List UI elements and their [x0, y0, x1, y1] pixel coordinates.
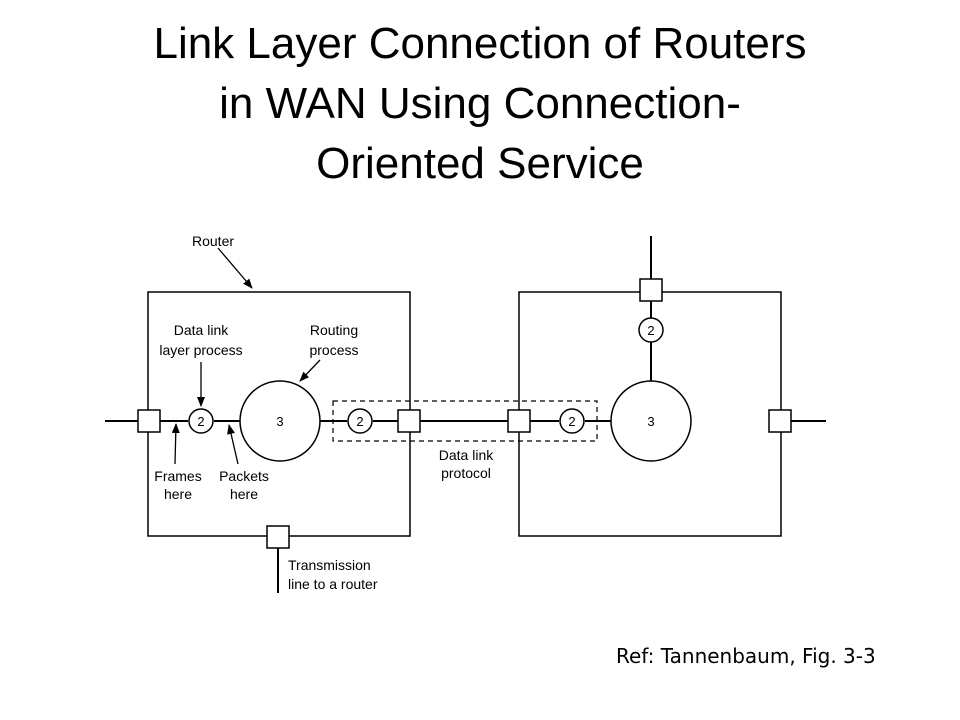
port-left-west — [137, 409, 161, 433]
routing-process-label-1: Routing — [310, 322, 358, 338]
router-label: Router — [192, 233, 234, 249]
reference-note: Ref: Tannenbaum, Fig. 3-3 — [616, 644, 876, 668]
dll-number-right-top: 2 — [647, 323, 654, 338]
dll-number-left-in: 2 — [197, 414, 204, 429]
dll-number-left-out: 2 — [356, 414, 363, 429]
dll-process-left-out — [347, 408, 373, 434]
frames-label-2: here — [164, 486, 192, 502]
data-link-protocol-box — [332, 400, 598, 442]
dl-protocol-label-2: protocol — [441, 465, 491, 481]
packets-label-2: here — [230, 486, 258, 502]
router-arrow — [217, 247, 253, 289]
dll-process-right-top — [638, 317, 664, 343]
routing-process-arrow — [299, 359, 321, 382]
port-left-south — [266, 525, 290, 549]
port-right-north — [639, 278, 663, 302]
port-right-west — [507, 409, 531, 433]
routing-number-left: 3 — [276, 414, 283, 429]
transmission-label-1: Transmission — [288, 557, 371, 573]
title-line-3: Oriented Service — [316, 139, 644, 188]
slide-title: Link Layer Connection of Routers in WAN … — [0, 14, 960, 194]
frames-label-1: Frames — [154, 468, 201, 484]
routing-process-left — [239, 380, 321, 462]
dll-process-right-in — [559, 408, 585, 434]
routing-process-label-2: process — [309, 342, 358, 358]
packets-label-1: Packets — [219, 468, 269, 484]
title-line-1: Link Layer Connection of Routers — [153, 19, 807, 68]
dl-protocol-label-1: Data link — [439, 447, 494, 463]
packets-arrow — [227, 424, 239, 465]
frames-arrow — [171, 423, 180, 465]
title-line-2: in WAN Using Connection- — [219, 79, 741, 128]
dll-process-left-in — [188, 408, 214, 434]
dll-number-right-in: 2 — [568, 414, 575, 429]
dll-process-label-1: Data link — [174, 322, 229, 338]
transmission-label-2: line to a router — [288, 576, 378, 592]
port-left-east — [397, 409, 421, 433]
routing-number-right: 3 — [647, 414, 654, 429]
port-right-east — [768, 409, 792, 433]
dll-process-label-2: layer process — [159, 342, 242, 358]
routing-process-right — [610, 380, 692, 462]
